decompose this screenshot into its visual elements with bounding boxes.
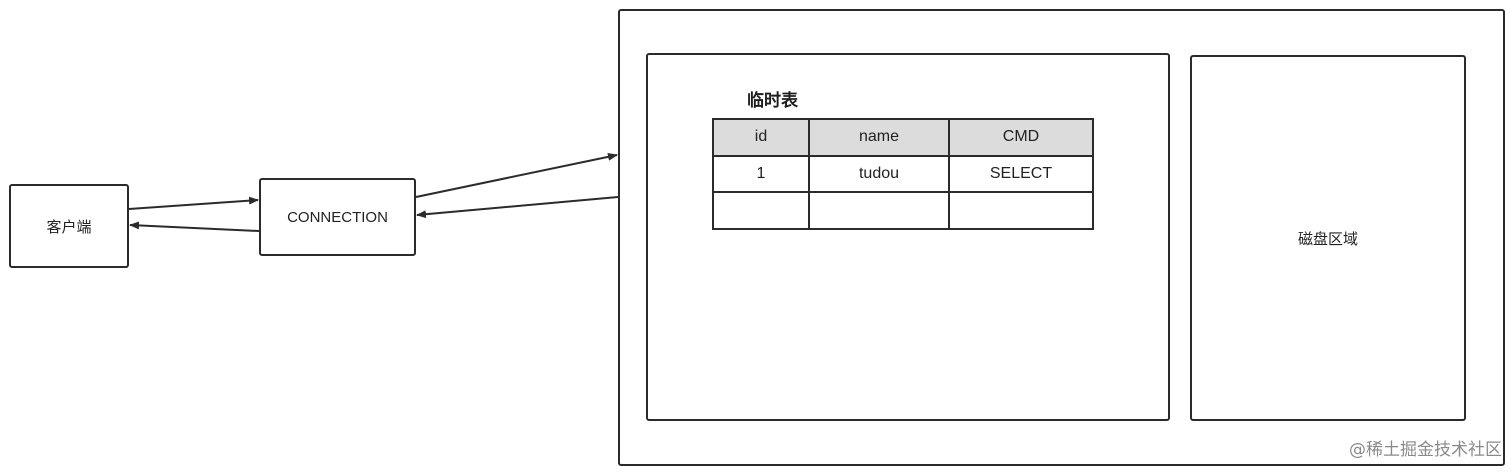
client-label: 客户端	[46, 217, 92, 236]
table-cell	[948, 191, 1094, 230]
client-box: 客户端	[9, 184, 129, 268]
temp-table: id name CMD 1 tudou SELECT	[712, 118, 1094, 230]
watermark: @稀土掘金技术社区	[1349, 440, 1502, 460]
column-header-id: id	[712, 118, 810, 157]
arrow-server-to-connection	[416, 196, 619, 219]
arrow-connection-to-client	[129, 221, 260, 232]
column-header-name: name	[808, 118, 950, 157]
disk-label: 磁盘区域	[1297, 229, 1358, 248]
temp-table-title: 临时表	[747, 91, 798, 111]
memory-region	[646, 53, 1170, 421]
disk-region: 磁盘区域	[1190, 55, 1466, 421]
connection-box: CONNECTION	[259, 178, 416, 256]
table-row: 1 tudou SELECT	[712, 154, 1094, 194]
arrow-connection-to-server	[415, 152, 618, 198]
column-header-cmd: CMD	[948, 118, 1094, 157]
table-cell	[712, 191, 810, 230]
table-row	[712, 191, 1094, 230]
table-cell	[808, 191, 950, 230]
table-cell: 1	[712, 154, 810, 194]
connection-label: CONNECTION	[287, 208, 388, 226]
arrow-client-to-connection	[128, 196, 259, 210]
table-cell: tudou	[808, 154, 950, 194]
table-header-row: id name CMD	[712, 118, 1094, 157]
table-cell: SELECT	[948, 154, 1094, 194]
